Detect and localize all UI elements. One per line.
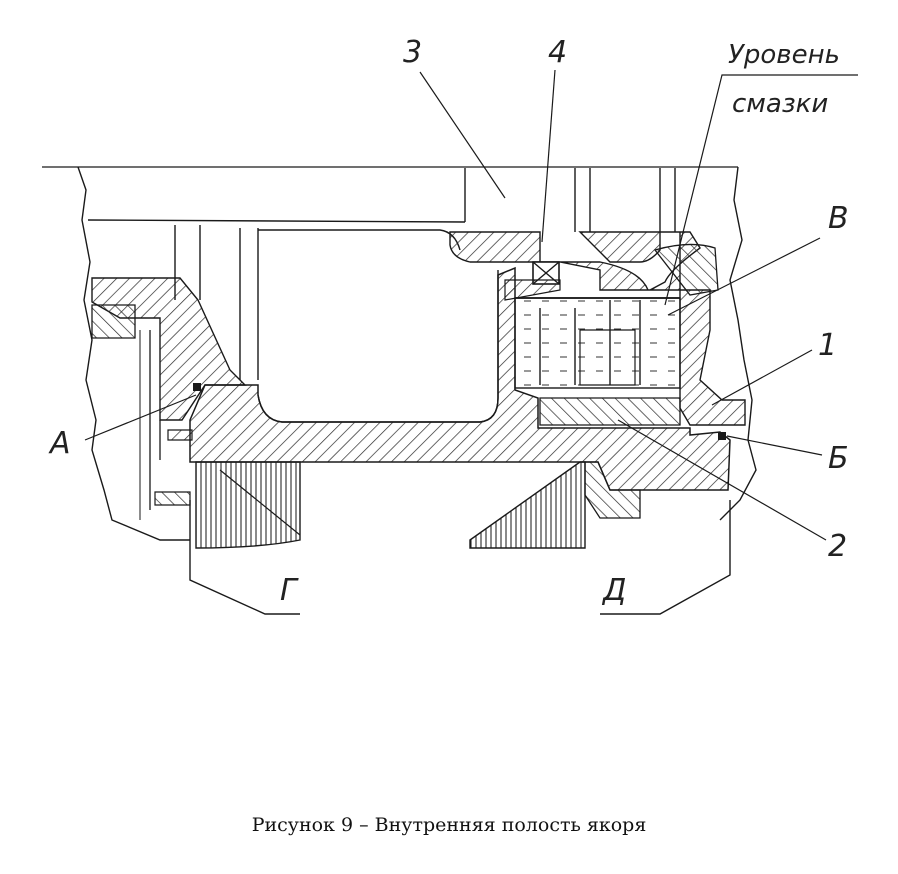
callout-2: 2 [828, 529, 847, 564]
callout-b: Б [828, 441, 849, 476]
figure-caption: Рисунок 9 – Внутренняя полость якоря [251, 814, 647, 836]
right-housing [539, 289, 746, 426]
callout-3: 3 [403, 35, 422, 70]
callout-a: А [48, 426, 71, 461]
housing-outline [77, 166, 757, 541]
level-label-line1: Уровень [728, 40, 840, 70]
seal-4 [504, 261, 561, 301]
leader-lines [84, 69, 858, 541]
callout-labels: 3 4 Уровень смазки В 1 А Б 2 Г Д [48, 35, 849, 608]
callout-v: В [828, 201, 849, 236]
callout-d: Д [601, 573, 626, 608]
hub-body [189, 266, 731, 519]
cap-part-3 [449, 231, 719, 296]
level-label-line2: смазки [732, 89, 828, 119]
callout-4: 4 [548, 35, 567, 70]
bottom-cones [195, 461, 586, 549]
callout-g: Г [280, 573, 299, 608]
callout-1: 1 [818, 328, 837, 363]
seal-rings [193, 383, 726, 440]
dimension-brackets [189, 500, 731, 615]
lubricant-reservoir [514, 297, 681, 389]
